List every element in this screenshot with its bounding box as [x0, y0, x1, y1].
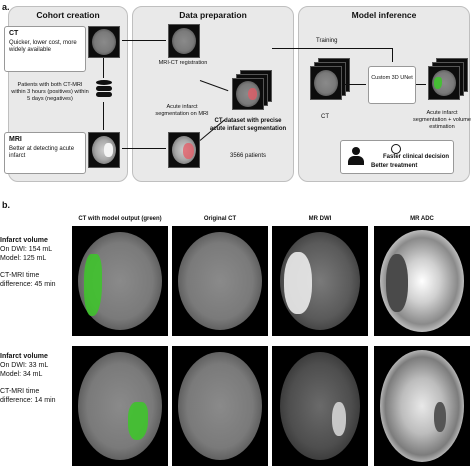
row-1-model-volume: Model: 125 mL [0, 254, 72, 263]
unet-model-name: Custom 3D UNet [369, 75, 415, 82]
ct-description: Quicker, lower cost, more widely availab… [9, 40, 82, 55]
output-label: Acute infarct segmentation + volume esti… [412, 110, 472, 131]
row-2-time-label: CT-MRI time [0, 387, 72, 396]
registration-label: MRI-CT registration [158, 60, 208, 67]
row-2-original-ct [172, 346, 268, 466]
row-1-title: Infarct volume [0, 236, 72, 245]
mri-description: Better at detecting acute infarct [9, 146, 82, 161]
cohort-ct-image [88, 26, 120, 58]
row-2-ct-model-output [72, 346, 168, 466]
unet-model-box: Custom 3D UNet [368, 66, 416, 104]
segmented-mri-image [168, 132, 200, 168]
training-label: Training [316, 38, 337, 46]
database-icon [96, 80, 112, 100]
row-1-time-value: difference: 45 min [0, 280, 72, 289]
registered-image [168, 24, 200, 58]
panel-b-label: b. [2, 200, 10, 210]
row-1-time-label: CT-MRI time [0, 271, 72, 280]
training-arrow-line [272, 48, 392, 49]
row-2-mr-dwi [272, 346, 368, 466]
dataset-label: CT dataset with precise acute infarct se… [208, 118, 288, 133]
row-2-info: Infarct volume On DWI: 33 mL Model: 34 m… [0, 352, 72, 405]
row-1-mr-dwi [272, 226, 368, 336]
arrow-down [103, 102, 104, 130]
mri-title: MRI [9, 136, 85, 145]
arrow-up [103, 58, 104, 78]
row-1-dwi-volume: On DWI: 154 mL [0, 245, 72, 254]
benefit-faster: Faster clinical decision [383, 154, 449, 162]
column-header-original-ct: Original CT [172, 216, 268, 222]
column-header-ct-model: CT with model output (green) [72, 216, 168, 222]
ct-title: CT [9, 30, 85, 39]
dataset-image [232, 78, 264, 110]
row-2-model-volume: Model: 34 mL [0, 370, 72, 379]
inference-ct-label: CT [310, 114, 340, 122]
row-2-time-value: difference: 14 min [0, 396, 72, 405]
data-preparation-title: Data preparation [133, 10, 293, 20]
row-1-info: Infarct volume On DWI: 154 mL Model: 125… [0, 236, 72, 289]
arrow-mri-to-segmentation [122, 148, 166, 149]
row-1-original-ct [172, 226, 268, 336]
row-2-mr-adc [374, 346, 470, 466]
patients-criteria: Patients with both CT-MRI within 3 hours… [10, 82, 90, 103]
stopwatch-icon [391, 144, 401, 154]
cohort-mri-image [88, 132, 120, 168]
ct-description-box: CT Quicker, lower cost, more widely avai… [4, 26, 86, 72]
mri-description-box: MRI Better at detecting acute infarct [4, 132, 86, 174]
inference-ct-image [310, 66, 342, 100]
row-1-mr-adc [374, 226, 470, 336]
training-arrow-down [392, 48, 393, 62]
benefit-treatment: Better treatment [371, 163, 417, 171]
row-2-dwi-volume: On DWI: 33 mL [0, 361, 72, 370]
row-1-ct-model-output [72, 226, 168, 336]
arrow-ct-to-model [344, 84, 366, 85]
doctor-icon [347, 147, 365, 167]
segmentation-label: Acute infarct segmentation on MRI [152, 104, 212, 118]
column-header-mr-dwi: MR DWI [272, 216, 368, 222]
output-segmentation-image [428, 66, 460, 100]
benefits-box: Faster clinical decision Better treatmen… [340, 140, 454, 174]
dataset-patient-count: 3566 patients [208, 153, 288, 161]
arrow-model-to-output [416, 84, 426, 85]
column-header-mr-adc: MR ADC [374, 216, 470, 222]
model-inference-title: Model inference [299, 10, 469, 20]
arrow-ct-to-registration [122, 40, 166, 41]
cohort-creation-title: Cohort creation [9, 10, 127, 20]
row-2-title: Infarct volume [0, 352, 72, 361]
